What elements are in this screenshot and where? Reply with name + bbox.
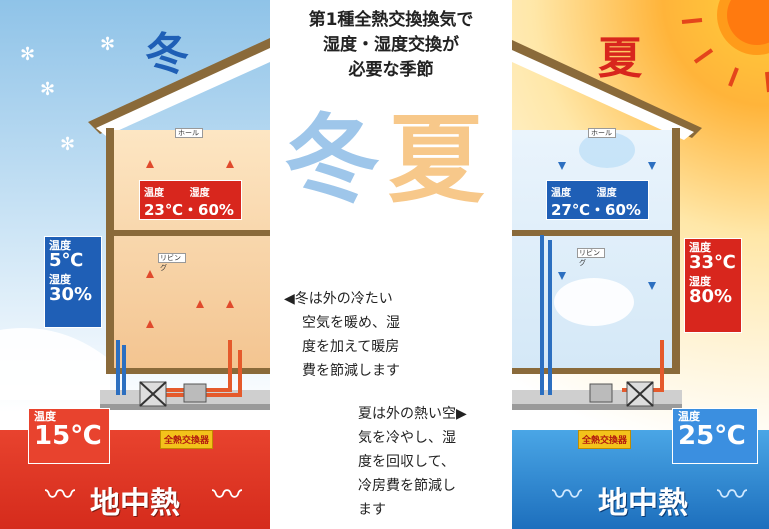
winter-indoor-temp-label: 温度 bbox=[144, 188, 164, 199]
summer-outdoor-hum: 80% bbox=[689, 285, 733, 307]
desc-line: ◀冬は外の冷たい bbox=[284, 291, 393, 307]
summer-indoor-temp-label: 温度 bbox=[551, 188, 571, 199]
hall-vent-label: ホール bbox=[591, 129, 612, 137]
center-title: 第1種全熱交換換気で 湿度・湿度交換が 必要な季節 bbox=[270, 8, 512, 83]
winter-indoor-badge: 温度 湿度 23℃・60% bbox=[139, 180, 242, 220]
winter-outdoor-hum-label: 湿度 bbox=[49, 273, 71, 287]
winter-description: ◀冬は外の冷たい 空気を暖め、湿 度を加えて暖房 費を節減します bbox=[284, 287, 400, 383]
svg-text:✻: ✻ bbox=[40, 79, 55, 100]
hall-vent: ホール bbox=[175, 128, 203, 138]
summer-ground-temp: 25℃ bbox=[678, 420, 746, 451]
hall-vent-label: ホール bbox=[178, 129, 199, 137]
summer-exchanger-label: 全熱交換器 bbox=[578, 430, 632, 449]
winter-panel: ✻ ✻ ✻ ✻ 冬 ホール リビング 温度 湿度 23℃・60% 温度 5℃ 湿… bbox=[0, 0, 270, 529]
heat-rising-icon: 〰 bbox=[717, 478, 747, 513]
center-panel: 第1種全熱交換換気で 湿度・湿度交換が 必要な季節 冬 夏 ◀冬は外の冷たい 空… bbox=[270, 0, 512, 529]
winter-outdoor-hum: 30% bbox=[49, 283, 93, 305]
desc-line: 空気を暖め、湿 bbox=[302, 315, 400, 331]
big-summer-glyph: 夏 bbox=[388, 104, 484, 216]
center-title-line: 必要な季節 bbox=[348, 60, 434, 80]
summer-ground-temp-badge: 温度 25℃ bbox=[672, 408, 758, 464]
winter-indoor-value: 23℃・60% bbox=[144, 200, 234, 219]
winter-geothermal-label: 地中熱 bbox=[90, 486, 180, 521]
desc-line: ます bbox=[358, 502, 386, 518]
svg-text:✻: ✻ bbox=[100, 34, 115, 55]
winter-ground-temp-badge: 温度 15℃ bbox=[28, 408, 110, 464]
desc-line: 度を回収して、 bbox=[358, 454, 455, 470]
svg-text:✻: ✻ bbox=[60, 134, 75, 155]
living-vent: リビング bbox=[158, 253, 186, 272]
summer-season-label: 夏 bbox=[598, 33, 642, 84]
summer-outdoor-temp-label: 温度 bbox=[689, 241, 711, 254]
heat-rising-icon: 〰 bbox=[212, 478, 242, 513]
summer-panel: 夏 ホール リビング 温度 湿度 27℃・60% 温度 33℃ 湿度 80% 温… bbox=[512, 0, 769, 529]
svg-text:✻: ✻ bbox=[20, 44, 35, 65]
hall-vent: ホール bbox=[588, 128, 616, 138]
summer-indoor-badge: 温度 湿度 27℃・60% bbox=[546, 180, 649, 220]
summer-outdoor-badge: 温度 33℃ 湿度 80% bbox=[684, 238, 742, 333]
winter-outdoor-temp-label: 温度 bbox=[49, 239, 71, 252]
desc-line: 度を加えて暖房 bbox=[302, 339, 400, 355]
desc-line: 気を冷やし、湿 bbox=[358, 430, 456, 446]
living-vent-label: リビング bbox=[160, 254, 181, 272]
big-winter-glyph: 冬 bbox=[284, 104, 380, 216]
winter-house-illustration: ✻ ✻ ✻ ✻ bbox=[0, 34, 270, 410]
desc-line: 夏は外の熱い空▶ bbox=[358, 406, 467, 422]
center-title-line: 湿度・湿度交換が bbox=[323, 35, 459, 55]
living-vent: リビング bbox=[577, 248, 605, 267]
summer-indoor-value: 27℃・60% bbox=[551, 200, 641, 219]
summer-description: 夏は外の熱い空▶ 気を冷やし、湿 度を回収して、 冷房費を節減し ます bbox=[358, 402, 467, 522]
winter-indoor-hum-label: 湿度 bbox=[189, 188, 210, 199]
desc-line: 費を節減します bbox=[302, 363, 400, 379]
winter-ground-temp-label: 温度 bbox=[34, 410, 56, 423]
summer-ground-temp-label: 温度 bbox=[678, 410, 700, 423]
winter-exchanger-label: 全熱交換器 bbox=[160, 430, 214, 449]
winter-outdoor-badge: 温度 5℃ 湿度 30% bbox=[44, 236, 102, 328]
living-vent-label: リビング bbox=[579, 249, 600, 267]
summer-outdoor-temp: 33℃ bbox=[689, 251, 736, 273]
winter-outdoor-temp: 5℃ bbox=[49, 249, 84, 271]
desc-line: 冷房費を節減し bbox=[358, 478, 456, 494]
summer-geothermal-label: 地中熱 bbox=[598, 486, 688, 521]
summer-outdoor-hum-label: 湿度 bbox=[689, 275, 711, 289]
summer-indoor-hum-label: 湿度 bbox=[596, 188, 617, 199]
heat-rising-icon: 〰 bbox=[552, 478, 582, 513]
center-title-line: 第1種全熱交換換気で bbox=[308, 10, 474, 30]
winter-season-label: 冬 bbox=[145, 29, 189, 80]
heat-rising-icon: 〰 bbox=[45, 478, 75, 513]
winter-ground-temp: 15℃ bbox=[34, 420, 102, 451]
